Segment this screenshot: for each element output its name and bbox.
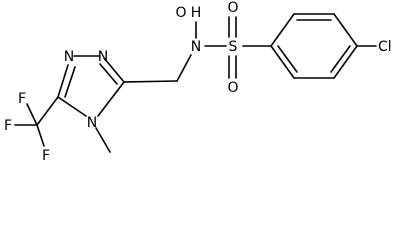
atom-label-sulfonamide-n: N: [191, 39, 201, 55]
atom-label-fluorine-left: F: [4, 118, 12, 134]
benzene-double-3: [277, 45, 298, 73]
atom-label-sulfonyl-o-bottom: O: [227, 80, 238, 96]
benzene-bond-1: [270, 13, 295, 47]
atom-label-hydroxyl-o: O: [175, 5, 186, 21]
atom-label-fluorine-top: F: [18, 91, 26, 107]
atom-label-hydroxyl-h: H: [191, 5, 202, 21]
bonds: [14, 13, 377, 153]
benzene-bond-4: [333, 45, 358, 79]
bond-ch2-triazole: [123, 80, 178, 83]
bond-c-f-bottom: [36, 124, 45, 147]
triazole-c3-n2-a: [103, 57, 125, 83]
atom-labels: O H N S O O Cl N N N F F F: [4, 0, 392, 164]
atom-label-chlorine: Cl: [378, 39, 392, 55]
benzene-bond-6: [270, 45, 295, 79]
atom-label-triazole-n4: N: [87, 115, 97, 131]
triazole-c5-n4: [57, 96, 87, 117]
atom-label-fluorine-bottom: F: [42, 148, 50, 164]
triazole-n1-c5-a: [57, 64, 69, 98]
chemical-structure: O H N S O O Cl N N N F F F: [4, 0, 392, 164]
bond-n-ch2: [176, 54, 192, 82]
bond-c-f-top: [26, 103, 38, 126]
bond-c-cf3: [36, 96, 59, 126]
triazole-n4-c3: [97, 81, 125, 117]
atom-label-sulfonyl-o-top: O: [227, 0, 238, 16]
benzene-double-2: [330, 45, 351, 73]
benzene-bond-3: [333, 13, 358, 47]
atom-label-sulfur: S: [229, 39, 238, 55]
atom-label-triazole-n1: N: [64, 49, 74, 65]
triazole-c3-n2-b: [99, 63, 118, 85]
triazole-n1-c5-b: [64, 66, 76, 98]
atom-label-triazole-n2: N: [98, 49, 108, 65]
bond-n-methyl: [95, 127, 111, 153]
